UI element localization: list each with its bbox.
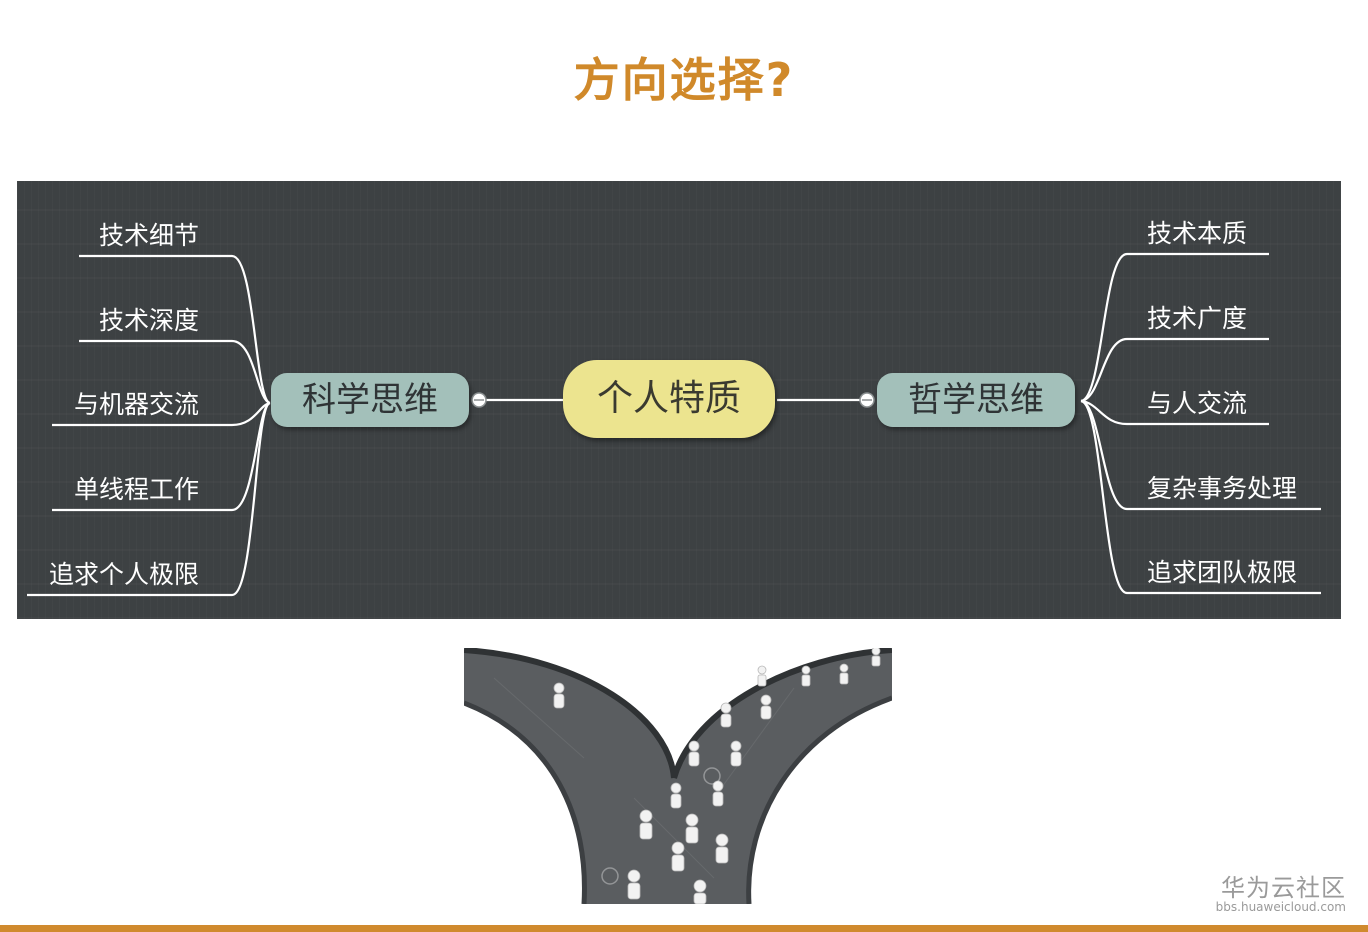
left-branch-curve-2 (231, 339, 271, 405)
left-leaf-5: 追求个人极限 (48, 560, 199, 589)
mindmap-connectors (27, 252, 1321, 597)
right-branch-curve-4 (1080, 399, 1128, 511)
right-branch-curve-2 (1080, 337, 1128, 403)
right-leaf-2: 技术广度 (1147, 304, 1248, 333)
right-leaf-5: 追求团队极限 (1147, 558, 1298, 587)
right-leaf-3: 与人交流 (1147, 389, 1248, 418)
left-branch-curve-1 (231, 254, 271, 405)
crossroads-illustration (464, 648, 892, 904)
mindmap-board: 技术细节 技术深度 与机器交流 单线程工作 追求个人极限 技术本质 技术广度 与… (17, 181, 1341, 619)
watermark-name: 华为云社区 (1221, 874, 1346, 902)
personal-traits-node: 个人特质 (563, 360, 775, 438)
science-thinking-node: 科学思维 (271, 373, 469, 427)
right-branch-curve-5 (1080, 399, 1128, 595)
left-leaf-4: 单线程工作 (73, 475, 199, 504)
left-leaf-3: 与机器交流 (73, 390, 199, 419)
footer-accent-bar (0, 925, 1368, 932)
right-leaf-4: 复杂事务处理 (1147, 474, 1298, 503)
page-title: 方向选择? (573, 53, 795, 107)
watermark-url: bbs.huaweicloud.com (1215, 900, 1346, 914)
left-leaf-1: 技术细节 (98, 221, 199, 250)
right-branch-curve-1 (1080, 252, 1128, 403)
right-branch-curve-3 (1080, 399, 1128, 426)
left-branch-curve-5 (231, 401, 271, 597)
philosophy-thinking-node: 哲学思维 (877, 373, 1075, 427)
right-leaf-1: 技术本质 (1147, 219, 1248, 248)
left-leaf-2: 技术深度 (98, 306, 199, 335)
